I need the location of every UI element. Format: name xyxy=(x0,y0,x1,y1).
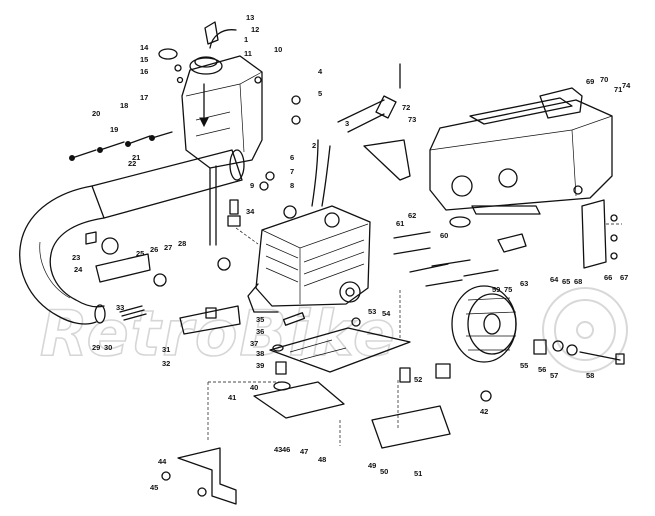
callout-6: 6 xyxy=(290,153,294,162)
callout-59: 59 xyxy=(492,285,500,294)
callout-30: 30 xyxy=(104,343,112,352)
callout-29: 29 xyxy=(92,343,100,352)
callout-38: 38 xyxy=(256,349,264,358)
callout-55: 55 xyxy=(520,361,528,370)
callout-56: 56 xyxy=(538,365,546,374)
watermark-wheel-icon xyxy=(542,287,628,373)
callout-12: 12 xyxy=(251,25,259,34)
callout-53: 53 xyxy=(368,307,376,316)
callout-34: 34 xyxy=(246,207,255,216)
callout-72: 72 xyxy=(402,103,410,112)
callout-47: 47 xyxy=(300,447,308,456)
callout-20: 20 xyxy=(92,109,100,118)
callout-67: 67 xyxy=(620,273,628,282)
callout-57: 57 xyxy=(550,371,558,380)
callout-2: 2 xyxy=(312,141,316,150)
callout-37: 37 xyxy=(250,339,258,348)
callout-14: 14 xyxy=(140,43,149,52)
callout-48: 48 xyxy=(318,455,326,464)
callout-26: 26 xyxy=(150,245,158,254)
engine-block xyxy=(247,95,397,313)
callout-17: 17 xyxy=(140,93,148,102)
callout-51: 51 xyxy=(414,469,422,478)
callout-9: 9 xyxy=(250,181,254,190)
callout-46: 46 xyxy=(282,445,290,454)
callout-3: 3 xyxy=(345,119,349,128)
callout-labels: 1234567891011121314151617181920212223242… xyxy=(72,13,631,492)
callout-66: 66 xyxy=(604,273,612,282)
callout-22: 22 xyxy=(128,159,136,168)
callout-61: 61 xyxy=(396,219,404,228)
callout-28: 28 xyxy=(178,239,186,248)
callout-60: 60 xyxy=(440,231,448,240)
callout-13: 13 xyxy=(246,13,254,22)
intake-tubes xyxy=(393,216,527,287)
callout-23: 23 xyxy=(72,253,80,262)
callout-15: 15 xyxy=(140,55,148,64)
callout-31: 31 xyxy=(162,345,170,354)
callout-16: 16 xyxy=(140,67,148,76)
callout-27: 27 xyxy=(164,243,172,252)
callout-70: 70 xyxy=(600,75,608,84)
air-intake-silencer xyxy=(429,87,613,215)
callout-44: 44 xyxy=(158,457,167,466)
callout-4: 4 xyxy=(318,67,323,76)
bolt-group-left xyxy=(69,131,173,161)
callout-49: 49 xyxy=(368,461,376,470)
callout-7: 7 xyxy=(290,167,294,176)
lower-brackets xyxy=(95,139,607,505)
callout-39: 39 xyxy=(256,361,264,370)
callout-64: 64 xyxy=(550,275,559,284)
callout-52: 52 xyxy=(414,375,422,384)
callout-33: 33 xyxy=(116,303,124,312)
callout-40: 40 xyxy=(250,383,258,392)
callout-69: 69 xyxy=(586,77,594,86)
callout-24: 24 xyxy=(74,265,83,274)
callout-63: 63 xyxy=(520,279,528,288)
callout-10: 10 xyxy=(274,45,282,54)
callout-1: 1 xyxy=(244,35,248,44)
callout-21: 21 xyxy=(132,153,140,162)
exhaust-muffler xyxy=(19,149,245,325)
callout-11: 11 xyxy=(244,49,252,58)
small-hardware xyxy=(153,63,618,497)
callout-54: 54 xyxy=(382,309,391,318)
callout-8: 8 xyxy=(290,181,294,190)
leader-lines xyxy=(207,223,622,446)
callout-74: 74 xyxy=(622,81,631,90)
callout-71: 71 xyxy=(614,85,622,94)
callout-75: 75 xyxy=(504,285,512,294)
callout-73: 73 xyxy=(408,115,416,124)
callout-58: 58 xyxy=(586,371,594,380)
callout-19: 19 xyxy=(110,125,118,134)
callout-35: 35 xyxy=(256,315,264,324)
callout-45: 45 xyxy=(150,483,158,492)
callout-36: 36 xyxy=(256,327,264,336)
callout-42: 42 xyxy=(480,407,488,416)
callout-68: 68 xyxy=(574,277,582,286)
callout-41: 41 xyxy=(228,393,236,402)
clutch-drive xyxy=(451,285,625,365)
engine-mount-plate xyxy=(269,327,411,373)
callout-25: 25 xyxy=(136,249,144,258)
callout-65: 65 xyxy=(562,277,570,286)
callout-50: 50 xyxy=(380,467,388,476)
watermark-text: RetroBike xyxy=(40,297,397,370)
callout-43: 43 xyxy=(274,445,282,454)
callout-18: 18 xyxy=(120,101,128,110)
fuel-tank xyxy=(158,21,263,246)
callout-5: 5 xyxy=(318,89,322,98)
callout-62: 62 xyxy=(408,211,416,220)
callout-32: 32 xyxy=(162,359,170,368)
